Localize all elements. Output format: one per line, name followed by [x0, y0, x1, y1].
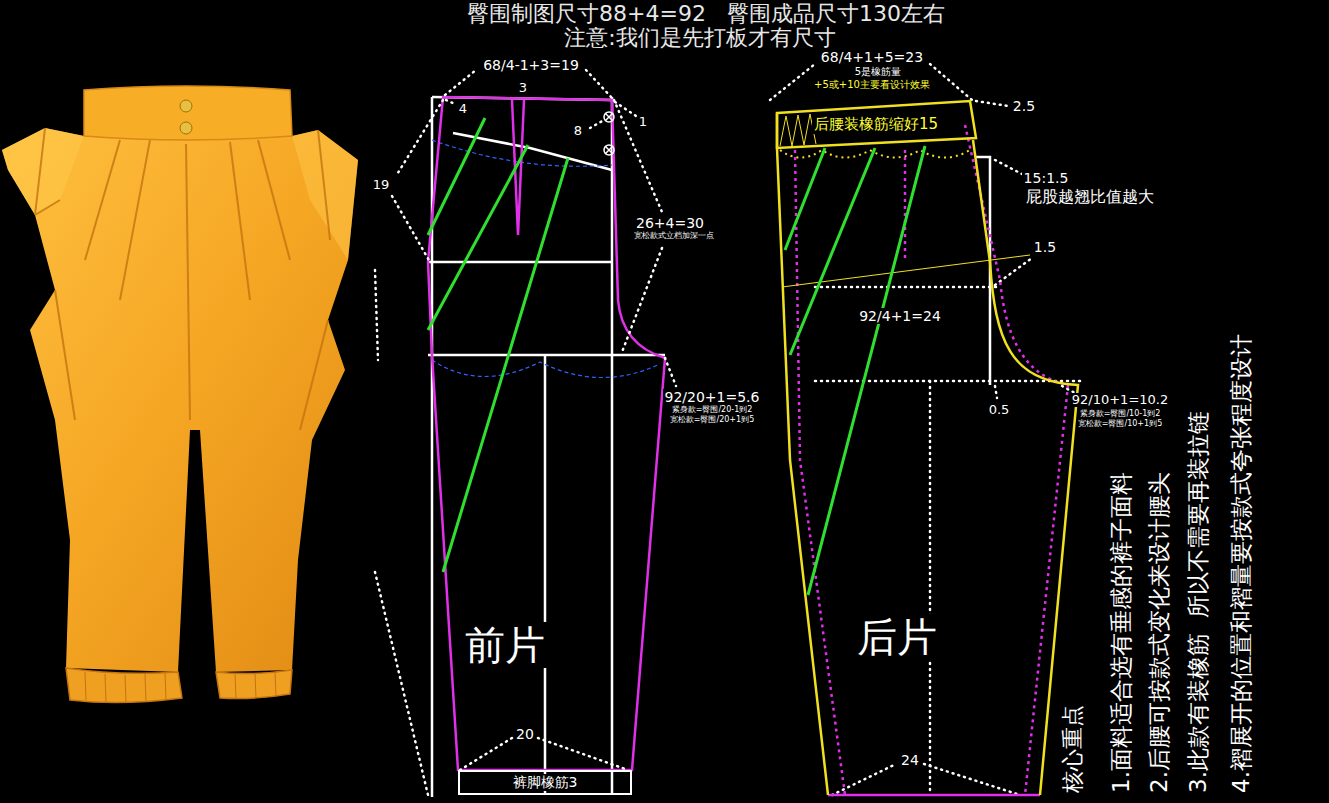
back-piece	[770, 64, 1080, 795]
dimension-label: 紧身款=臀围/20-1到2	[670, 405, 755, 414]
dimension-label: 前片	[463, 622, 547, 668]
chart-title: 臀围制图尺寸88+4=92 臀围成品尺寸130左右	[465, 1, 947, 26]
dimension-label: 紧身款=臀围/10-1到2	[1078, 409, 1163, 418]
dimension-label: 68/4+1+5=23	[819, 49, 925, 65]
dimension-label: 5是橡筋量	[853, 66, 903, 78]
dimension-label: 注意:我们是先打板才有尺寸	[562, 25, 837, 50]
dimension-label: 24	[899, 752, 921, 768]
dimension-label: 宽松款=臀围/10+1到5	[1076, 419, 1164, 428]
dimension-label: 92/4+1=24	[857, 308, 943, 324]
dimension-label: 92/10+1=10.2	[1070, 393, 1170, 408]
dimension-label: 0.5	[987, 403, 1012, 418]
dimension-label: 20	[514, 726, 536, 742]
pants-illustration	[2, 86, 358, 703]
hem-band: 裤脚橡筋3	[458, 770, 632, 795]
dimension-label: 4	[457, 102, 469, 117]
vertical-note: 3.此款有装橡筋 所以不需要再装拉链	[1185, 409, 1211, 795]
dimension-label: 68/4-1+3=19	[481, 57, 581, 73]
dimension-label: 2.5	[1011, 98, 1037, 114]
dimension-label: 1.5	[1032, 239, 1058, 255]
dimension-label: 宽松款式立档加深一点	[632, 231, 716, 240]
dimension-label: 宽松款=臀围/20+1到5	[668, 415, 756, 424]
dimension-label: 15:1.5	[1022, 170, 1071, 186]
vertical-note: 4.褶展开的位置和褶量要按款式夸张程度设计	[1228, 332, 1254, 795]
vertical-note: 1.面料适合选有垂感的裤子面料	[1108, 470, 1134, 795]
waistband-band: 后腰装橡筋缩好15	[775, 100, 977, 150]
dimension-label: 1	[637, 115, 649, 130]
dimension-label: 19	[371, 178, 392, 193]
node-label: 裤脚橡筋3	[511, 774, 580, 790]
dimension-label: 8	[572, 124, 584, 139]
dimension-label: +5或+10主要看设计效果	[812, 79, 932, 91]
front-piece	[375, 70, 676, 797]
dimension-label: 屁股越翘比值越大	[1024, 188, 1156, 206]
dimension-label: 26+4=30	[634, 215, 706, 231]
dimension-label: 92/20+1=5.6	[663, 389, 762, 405]
vertical-note: 2.后腰可按款式变化来设计腰头	[1146, 470, 1172, 795]
dimension-label: 后片	[855, 614, 939, 660]
node-label: 后腰装橡筋缩好15	[812, 116, 940, 133]
dimension-label: 3	[517, 81, 529, 96]
vertical-note: 核心重点	[1060, 703, 1085, 795]
